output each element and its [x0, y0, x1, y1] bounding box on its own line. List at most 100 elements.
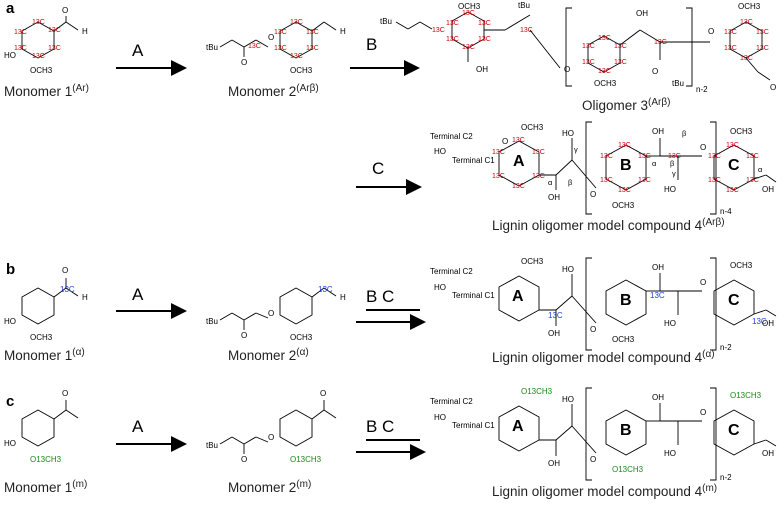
monomer-2-m-structure: tBu O O O O13CH3	[206, 389, 337, 464]
svg-text:13C: 13C	[650, 291, 665, 300]
svg-text:A: A	[512, 288, 524, 305]
svg-text:OCH3: OCH3	[730, 261, 753, 270]
svg-text:O: O	[590, 455, 596, 464]
svg-text:13C: 13C	[462, 10, 475, 17]
svg-text:γ: γ	[574, 145, 578, 154]
svg-text:OH: OH	[548, 329, 560, 338]
step-bc-label-b: B C	[366, 287, 394, 306]
oligomer-3-structure: tBu OCH3 13C 13C 13C 13C 13C 13C 13C OH …	[380, 1, 776, 94]
step-bc-label-c: B C	[366, 417, 394, 436]
svg-text:C: C	[728, 157, 740, 174]
svg-text:O: O	[320, 389, 326, 398]
svg-text:O: O	[770, 83, 776, 92]
svg-text:13C: 13C	[598, 68, 611, 75]
svg-text:β: β	[670, 159, 675, 168]
svg-text:13C: 13C	[726, 187, 739, 194]
svg-text:13C: 13C	[290, 53, 303, 60]
svg-text:O: O	[700, 408, 706, 417]
svg-text:13C: 13C	[724, 45, 737, 52]
svg-text:tBu: tBu	[206, 441, 218, 450]
svg-text:13C: 13C	[32, 53, 45, 60]
svg-text:O: O	[268, 309, 274, 318]
svg-text:O: O	[268, 433, 274, 442]
svg-text:tBu: tBu	[206, 317, 218, 326]
svg-text:13C: 13C	[618, 187, 631, 194]
svg-text:OCH3: OCH3	[290, 333, 313, 342]
svg-text:13C: 13C	[618, 142, 631, 149]
lignin-oligomer-4-arb-structure: Terminal C2 Terminal C1 HO A OCH3 O 13C …	[430, 121, 777, 216]
svg-text:13C: 13C	[614, 43, 627, 50]
svg-text:tBu: tBu	[206, 43, 218, 52]
monomer-1-alpha-structure: H O 13C HO OCH3	[4, 266, 88, 342]
svg-text:13C: 13C	[598, 35, 611, 42]
svg-text:O: O	[502, 137, 508, 146]
svg-text:OCH3: OCH3	[30, 66, 53, 75]
caption-oligomer-3: Oligomer 3(Arβ)	[582, 97, 670, 113]
svg-text:OH: OH	[762, 449, 774, 458]
svg-text:13C: 13C	[32, 19, 45, 26]
svg-text:OCH3: OCH3	[290, 66, 313, 75]
svg-text:13C: 13C	[512, 137, 525, 144]
svg-text:13C: 13C	[600, 177, 613, 184]
svg-text:O: O	[590, 190, 596, 199]
svg-text:n-2: n-2	[696, 85, 708, 94]
svg-text:OCH3: OCH3	[738, 2, 761, 11]
svg-text:OH: OH	[476, 65, 488, 74]
svg-text:O: O	[62, 6, 68, 15]
svg-text:OH: OH	[652, 263, 664, 272]
svg-text:13C: 13C	[532, 149, 545, 156]
svg-text:OCH3: OCH3	[594, 79, 617, 88]
monomer-1-ar-structure: H O HO OCH3 13C 13C 13C 13C 13C 13C	[4, 6, 88, 75]
svg-text:α: α	[548, 178, 553, 187]
svg-text:HO: HO	[434, 283, 446, 292]
svg-text:13C: 13C	[478, 36, 491, 43]
svg-text:OCH3: OCH3	[612, 201, 635, 210]
step-a-label-a: A	[132, 41, 144, 60]
svg-text:13C: 13C	[492, 173, 505, 180]
svg-text:HO: HO	[4, 51, 16, 60]
svg-text:13C: 13C	[582, 59, 595, 66]
caption-lignin-4-alpha: Lignin oligomer model compound 4(α)	[492, 349, 715, 365]
svg-text:OCH3: OCH3	[458, 2, 481, 11]
svg-text:A: A	[513, 153, 525, 170]
svg-text:O: O	[241, 455, 247, 464]
monomer-2-arb-structure: tBu O O H OCH3 13C 13C 13C 13C 13C 13C 1…	[206, 19, 346, 75]
svg-text:H: H	[82, 293, 88, 302]
svg-text:13C: 13C	[462, 44, 475, 51]
svg-text:13C: 13C	[582, 43, 595, 50]
svg-text:13C: 13C	[14, 45, 27, 52]
svg-text:O: O	[62, 266, 68, 275]
monomer-2-alpha-structure: tBu O O H 13C OCH3	[206, 285, 346, 342]
caption-monomer-1-alpha: Monomer 1(α)	[4, 347, 85, 363]
svg-text:13C: 13C	[548, 311, 563, 320]
svg-text:OCH3: OCH3	[730, 127, 753, 136]
panel-label-b: b	[6, 261, 15, 278]
svg-text:A: A	[512, 418, 524, 435]
svg-text:13C: 13C	[248, 43, 261, 50]
svg-text:HO: HO	[562, 129, 574, 138]
caption-monomer-2-alpha: Monomer 2(α)	[228, 347, 309, 363]
svg-text:tBu: tBu	[672, 79, 684, 88]
svg-text:OCH3: OCH3	[521, 123, 544, 132]
svg-text:tBu: tBu	[518, 1, 530, 10]
caption-lignin-4-m: Lignin oligomer model compound 4(m)	[492, 483, 717, 499]
step-a-label-c: A	[132, 417, 144, 436]
step-b-label-a: B	[366, 35, 377, 54]
svg-text:13C: 13C	[306, 45, 319, 52]
svg-text:H: H	[340, 27, 346, 36]
svg-text:13C: 13C	[512, 183, 525, 190]
svg-text:O: O	[564, 65, 570, 74]
svg-text:13C: 13C	[600, 153, 613, 160]
svg-text:α: α	[652, 159, 657, 168]
svg-text:O13CH3: O13CH3	[290, 455, 322, 464]
svg-text:O13CH3: O13CH3	[730, 391, 762, 400]
svg-text:13C: 13C	[752, 317, 767, 326]
svg-text:OH: OH	[762, 319, 774, 328]
svg-text:O: O	[241, 58, 247, 67]
svg-text:OCH3: OCH3	[30, 333, 53, 342]
svg-text:H: H	[82, 27, 88, 36]
svg-text:13C: 13C	[306, 29, 319, 36]
svg-text:13C: 13C	[746, 153, 759, 160]
svg-text:O: O	[268, 33, 274, 42]
svg-text:13C: 13C	[432, 27, 445, 34]
